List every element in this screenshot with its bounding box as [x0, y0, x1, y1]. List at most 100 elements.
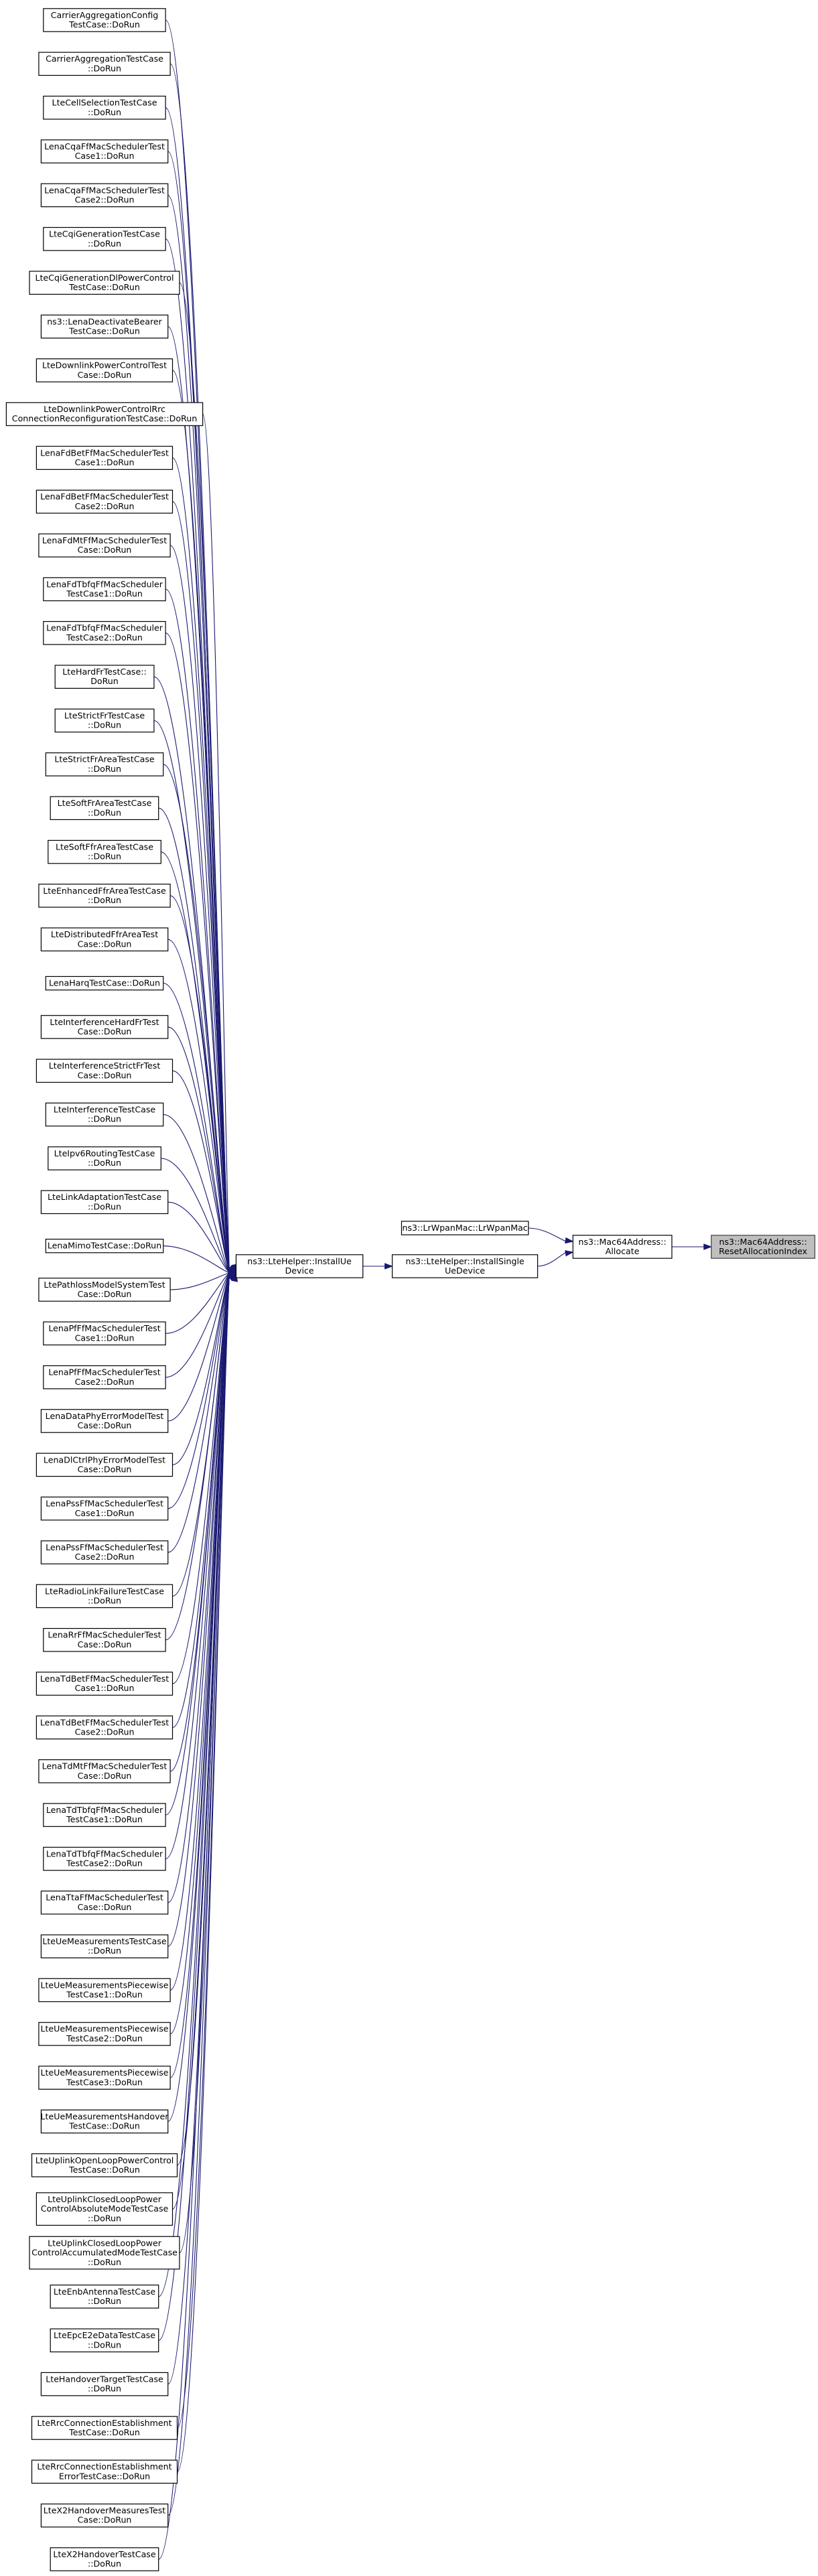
caller-node-lteenbantennatestcase-dorun[interactable]: LteEnbAntennaTestCase::DoRun [50, 2285, 159, 2309]
caller-node-lenamimotestcase-dorun[interactable]: LenaMimoTestCase::DoRun [45, 1238, 164, 1253]
node-label-line: TestCase::DoRun [68, 326, 140, 336]
edge-arrowhead [565, 1237, 574, 1244]
caller-node-lteipv6routingtestcase-dorun[interactable]: LteIpv6RoutingTestCase::DoRun [48, 1146, 161, 1170]
caller-node-lteuplinkopenlooppowercontroltestcase-dorun[interactable]: LteUplinkOpenLoopPowerControlTestCase::D… [31, 2153, 178, 2177]
node-label-line: LenaTdTbfqFfMacScheduler [46, 1805, 163, 1815]
caller-node-ltedownlinkpowercontrolrrcconnectionreconfigurationtestcase-dorun[interactable]: LteDownlinkPowerControlRrcConnectionReco… [5, 402, 204, 426]
node-label-line: LtePathlossModelSystemTest [44, 1280, 165, 1290]
node-box [50, 2547, 159, 2571]
caller-node-lteepce2edatatestcase-dorun[interactable]: LteEpcE2eDataTestCase::DoRun [50, 2328, 159, 2353]
node-label-line: LenaCqaFfMacSchedulerTest [44, 185, 165, 195]
caller-node-lterrcconnectionestablishmenterrortestcase-dorun[interactable]: LteRrcConnectionEstablishmentErrorTestCa… [31, 2459, 178, 2484]
caller-node-carrieraggregationtestcase-dorun[interactable]: CarrierAggregationTestCase::DoRun [38, 52, 171, 76]
caller-node-ltehandovertargettestcase-dorun[interactable]: LteHandoverTargetTestCase::DoRun [40, 2372, 169, 2396]
caller-node-lteradiolinkfailuretestcase-dorun[interactable]: LteRadioLinkFailureTestCase::DoRun [36, 1584, 174, 1609]
node-label-line: LenaPfFfMacSchedulerTest [48, 1367, 160, 1377]
caller-node-ltestrictfrareatestcase-dorun[interactable]: LteStrictFrAreaTestCase::DoRun [45, 752, 164, 776]
node-box [40, 139, 169, 163]
caller-node-lteuplinkclosedlooppowercontrolabsolutemodetestcase-dorun[interactable]: LteUplinkClosedLoopPowerControlAbsoluteM… [36, 2192, 174, 2226]
edge [172, 1070, 230, 1273]
caller-node-ltecqigenerationdlpowercontroltestcase-dorun[interactable]: LteCqiGenerationDlPowerControlTestCase::… [29, 271, 180, 295]
edge [165, 632, 230, 1272]
node-label-line: Case::DoRun [78, 545, 132, 555]
node-label-line: LenaPssFfMacSchedulerTest [46, 1542, 163, 1552]
node-box [40, 1891, 169, 1915]
node-label-line: CarrierAggregationConfig [51, 10, 159, 20]
node-box [43, 1846, 166, 1871]
caller-node-lteuplinkclosedlooppowercontrolaccumulatedmodetestcase-dorun[interactable]: LteUplinkClosedLoopPowerControlAccumulat… [29, 2236, 180, 2270]
caller-node-lteuemeasurementspiecewisetestcase2-dorun[interactable]: LteUeMeasurementsPiecewiseTestCase2::DoR… [38, 2022, 171, 2046]
edge [167, 1274, 230, 1947]
node-box [40, 1190, 169, 1215]
caller-node-ltehardfrtestcase-dorun[interactable]: LteHardFrTestCase::DoRun [54, 665, 155, 689]
node-mac64address-allocate[interactable]: ns3::Mac64Address::Allocate [572, 1235, 673, 1259]
node-box [45, 1238, 164, 1253]
node-box [40, 314, 169, 339]
node-lrwpan-mac[interactable]: ns3::LrWpanMac::LrWpanMac [401, 1221, 529, 1235]
caller-node-lteinterferencetestcase-dorun[interactable]: LteInterferenceTestCase::DoRun [45, 1102, 164, 1127]
edge [177, 1274, 230, 2472]
caller-node-lenaharqtestcase-dorun[interactable]: LenaHarqTestCase::DoRun [45, 975, 164, 991]
nodes-layer: CarrierAggregationConfigTestCase::DoRunC… [5, 8, 815, 2571]
node-mac64address-reset-allocation-index[interactable]: ns3::Mac64Address::ResetAllocationIndex [711, 1235, 815, 1259]
caller-node-lterrcconnectionestablishmenttestcase-dorun[interactable]: LteRrcConnectionEstablishmentTestCase::D… [31, 2416, 178, 2440]
caller-node-ltecqigenerationtestcase-dorun[interactable]: LteCqiGenerationTestCase::DoRun [43, 226, 166, 251]
node-box [43, 620, 166, 645]
caller-node-ltelinkadaptationtestcase-dorun[interactable]: LteLinkAdaptationTestCase::DoRun [40, 1190, 169, 1215]
caller-node-ltestrictfrtestcase-dorun[interactable]: LteStrictFrTestCase::DoRun [54, 708, 155, 733]
node-box [31, 2416, 178, 2440]
caller-node-ltesoftfrareatestcase-dorun[interactable]: LteSoftFrAreaTestCase::DoRun [50, 796, 159, 821]
node-label-line: LenaTdBetFfMacSchedulerTest [40, 1717, 169, 1727]
node-label-line: Case2::DoRun [75, 1552, 135, 1562]
node-label-line: LenaPssFfMacSchedulerTest [46, 1499, 163, 1509]
caller-node-lteuemeasurementstestcase-dorun[interactable]: LteUeMeasurementsTestCase::DoRun [40, 1934, 169, 1959]
node-label-line: LenaFdTbfqFfMacScheduler [46, 579, 163, 589]
node-label-line: TestCase2::DoRun [66, 632, 143, 642]
caller-node-ltecellselectiontestcase-dorun[interactable]: LteCellSelectionTestCase::DoRun [43, 95, 166, 120]
caller-node-lteuemeasurementspiecewisetestcase3-dorun[interactable]: LteUeMeasurementsPiecewiseTestCase3::DoR… [38, 2065, 171, 2090]
node-label-line: LteRadioLinkFailureTestCase [45, 1586, 164, 1596]
node-label-line: LteHandoverTargetTestCase [46, 2374, 163, 2384]
caller-node-ltesoftffrareatestcase-dorun[interactable]: LteSoftFfrAreaTestCase::DoRun [48, 839, 161, 864]
node-box [43, 8, 166, 32]
node-box [40, 2503, 169, 2528]
caller-node-ltex2handovertestcase-dorun[interactable]: LteX2HandoverTestCase::DoRun [50, 2547, 159, 2571]
node-box [40, 2109, 169, 2134]
caller-node-lteuemeasurementspiecewisetestcase1-dorun[interactable]: LteUeMeasurementsPiecewiseTestCase1::DoR… [38, 1978, 171, 2003]
edge [167, 1274, 230, 2516]
caller-node-lteenhancedffrareatestcase-dorun[interactable]: LteEnhancedFfrAreaTestCase::DoRun [38, 884, 171, 908]
edge [169, 895, 230, 1273]
node-box [43, 1321, 166, 1346]
